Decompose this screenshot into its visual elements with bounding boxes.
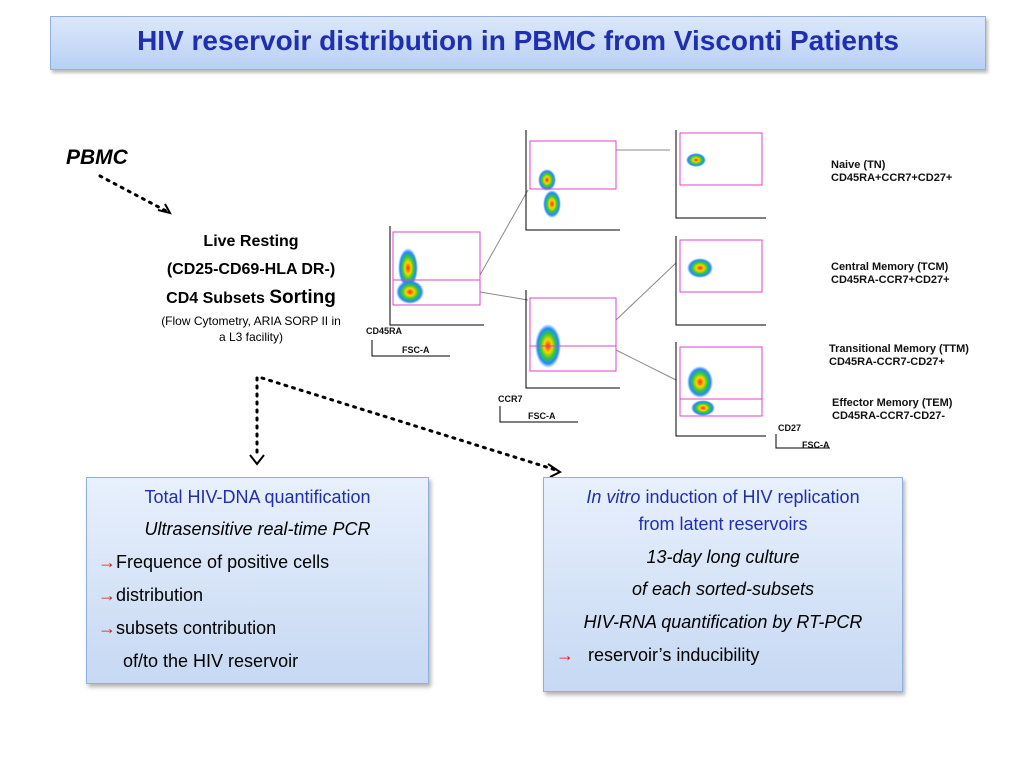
in-vitro-title-line2: from latent reservoirs	[638, 514, 808, 534]
flow-plot-naive-ccr7	[525, 130, 620, 231]
sorting-line1: Live Resting	[203, 233, 299, 250]
flow-plot-naive-cd27	[675, 130, 766, 219]
hiv-dna-box: Total HIV-DNA quantification Ultrasensit…	[86, 477, 429, 684]
arrow-icon: →	[556, 645, 574, 665]
in-vitro-title: In vitro induction of HIV replication	[586, 487, 860, 507]
arrow-icon: →	[98, 552, 116, 572]
hiv-dna-item2: →distribution	[98, 585, 204, 605]
sorting-note2: a L3 facility)	[218, 330, 284, 344]
sorting-note1: (Flow Cytometry, ARIA SORP II in	[161, 314, 341, 328]
population-name: Naive (TN)	[831, 159, 886, 171]
in-vitro-line5: HIV-RNA quantification by RT-PCR	[583, 612, 863, 632]
population-name: Effector Memory (TEM)	[832, 397, 953, 409]
flow-plot-memory-ccr7	[499, 290, 620, 423]
in-vitro-line4: of each sorted-subsets	[631, 579, 815, 599]
pbmc-label: PBMC	[66, 146, 128, 169]
plot1-x-label: FSC-A	[402, 345, 430, 355]
hiv-dna-item1: →Frequence of positive cells	[98, 552, 330, 572]
diagonal-arrow-right	[260, 376, 562, 478]
hiv-dna-item4: of/to the HIV reservoir	[123, 651, 299, 671]
hiv-dna-title: Total HIV-DNA quantification	[144, 487, 371, 507]
sorting-line2: (CD25-CD69-HLA DR-)	[166, 261, 336, 278]
population-phenotype: CD45RA-CCR7-CD27-	[832, 410, 946, 422]
population-transitional-memory: Transitional Memory (TTM) CD45RA-CCR7-CD…	[829, 343, 969, 369]
sorting-line3: CD4 Subsets Sorting	[140, 284, 362, 313]
plot3-y-label: CD27	[778, 423, 802, 433]
hiv-dna-item3: →subsets contribution	[98, 618, 277, 638]
flow-plot-ttm-tem-cd27	[675, 342, 830, 449]
plot3-x-label: FSC-A	[802, 440, 830, 450]
flow-plot-tcm-cd27	[675, 236, 766, 326]
plot2-x-label: FSC-A	[528, 411, 556, 421]
in-vitro-line3: 13-day long culture	[646, 547, 800, 567]
pbmc-arrow	[98, 174, 172, 215]
sorting-description: Live Resting (CD25-CD69-HLA DR-) CD4 Sub…	[140, 228, 362, 345]
hiv-dna-subtitle: Ultrasensitive real-time PCR	[144, 519, 371, 539]
title-banner: HIV reservoir distribution in PBMC from …	[50, 16, 986, 70]
population-phenotype: CD45RA-CCR7+CD27+	[831, 274, 950, 286]
population-name: Transitional Memory (TTM)	[829, 343, 969, 355]
population-name: Central Memory (TCM)	[831, 261, 949, 273]
population-effector-memory: Effector Memory (TEM) CD45RA-CCR7-CD27-	[832, 397, 952, 423]
down-arrow-left	[249, 376, 265, 466]
population-central-memory: Central Memory (TCM) CD45RA-CCR7+CD27+	[831, 261, 950, 287]
plot2-y-label: CCR7	[498, 394, 523, 404]
arrow-icon: →	[98, 618, 116, 638]
in-vitro-line6: →reservoir’s inducibility	[556, 645, 760, 665]
population-naive: Naive (TN) CD45RA+CCR7+CD27+	[831, 159, 952, 185]
plot1-y-label: CD45RA	[366, 326, 403, 336]
sorting-line3-big: Sorting	[269, 287, 336, 308]
in-vitro-box: In vitro induction of HIV replication fr…	[543, 477, 903, 692]
page-title: HIV reservoir distribution in PBMC from …	[137, 25, 899, 56]
population-phenotype: CD45RA-CCR7-CD27+	[829, 356, 945, 368]
sorting-line3-prefix: CD4 Subsets	[166, 290, 265, 307]
population-phenotype: CD45RA+CCR7+CD27+	[831, 172, 953, 184]
arrow-icon: →	[98, 585, 116, 605]
plot-connectors	[479, 149, 677, 381]
flow-plot-cd45ra	[371, 226, 484, 357]
